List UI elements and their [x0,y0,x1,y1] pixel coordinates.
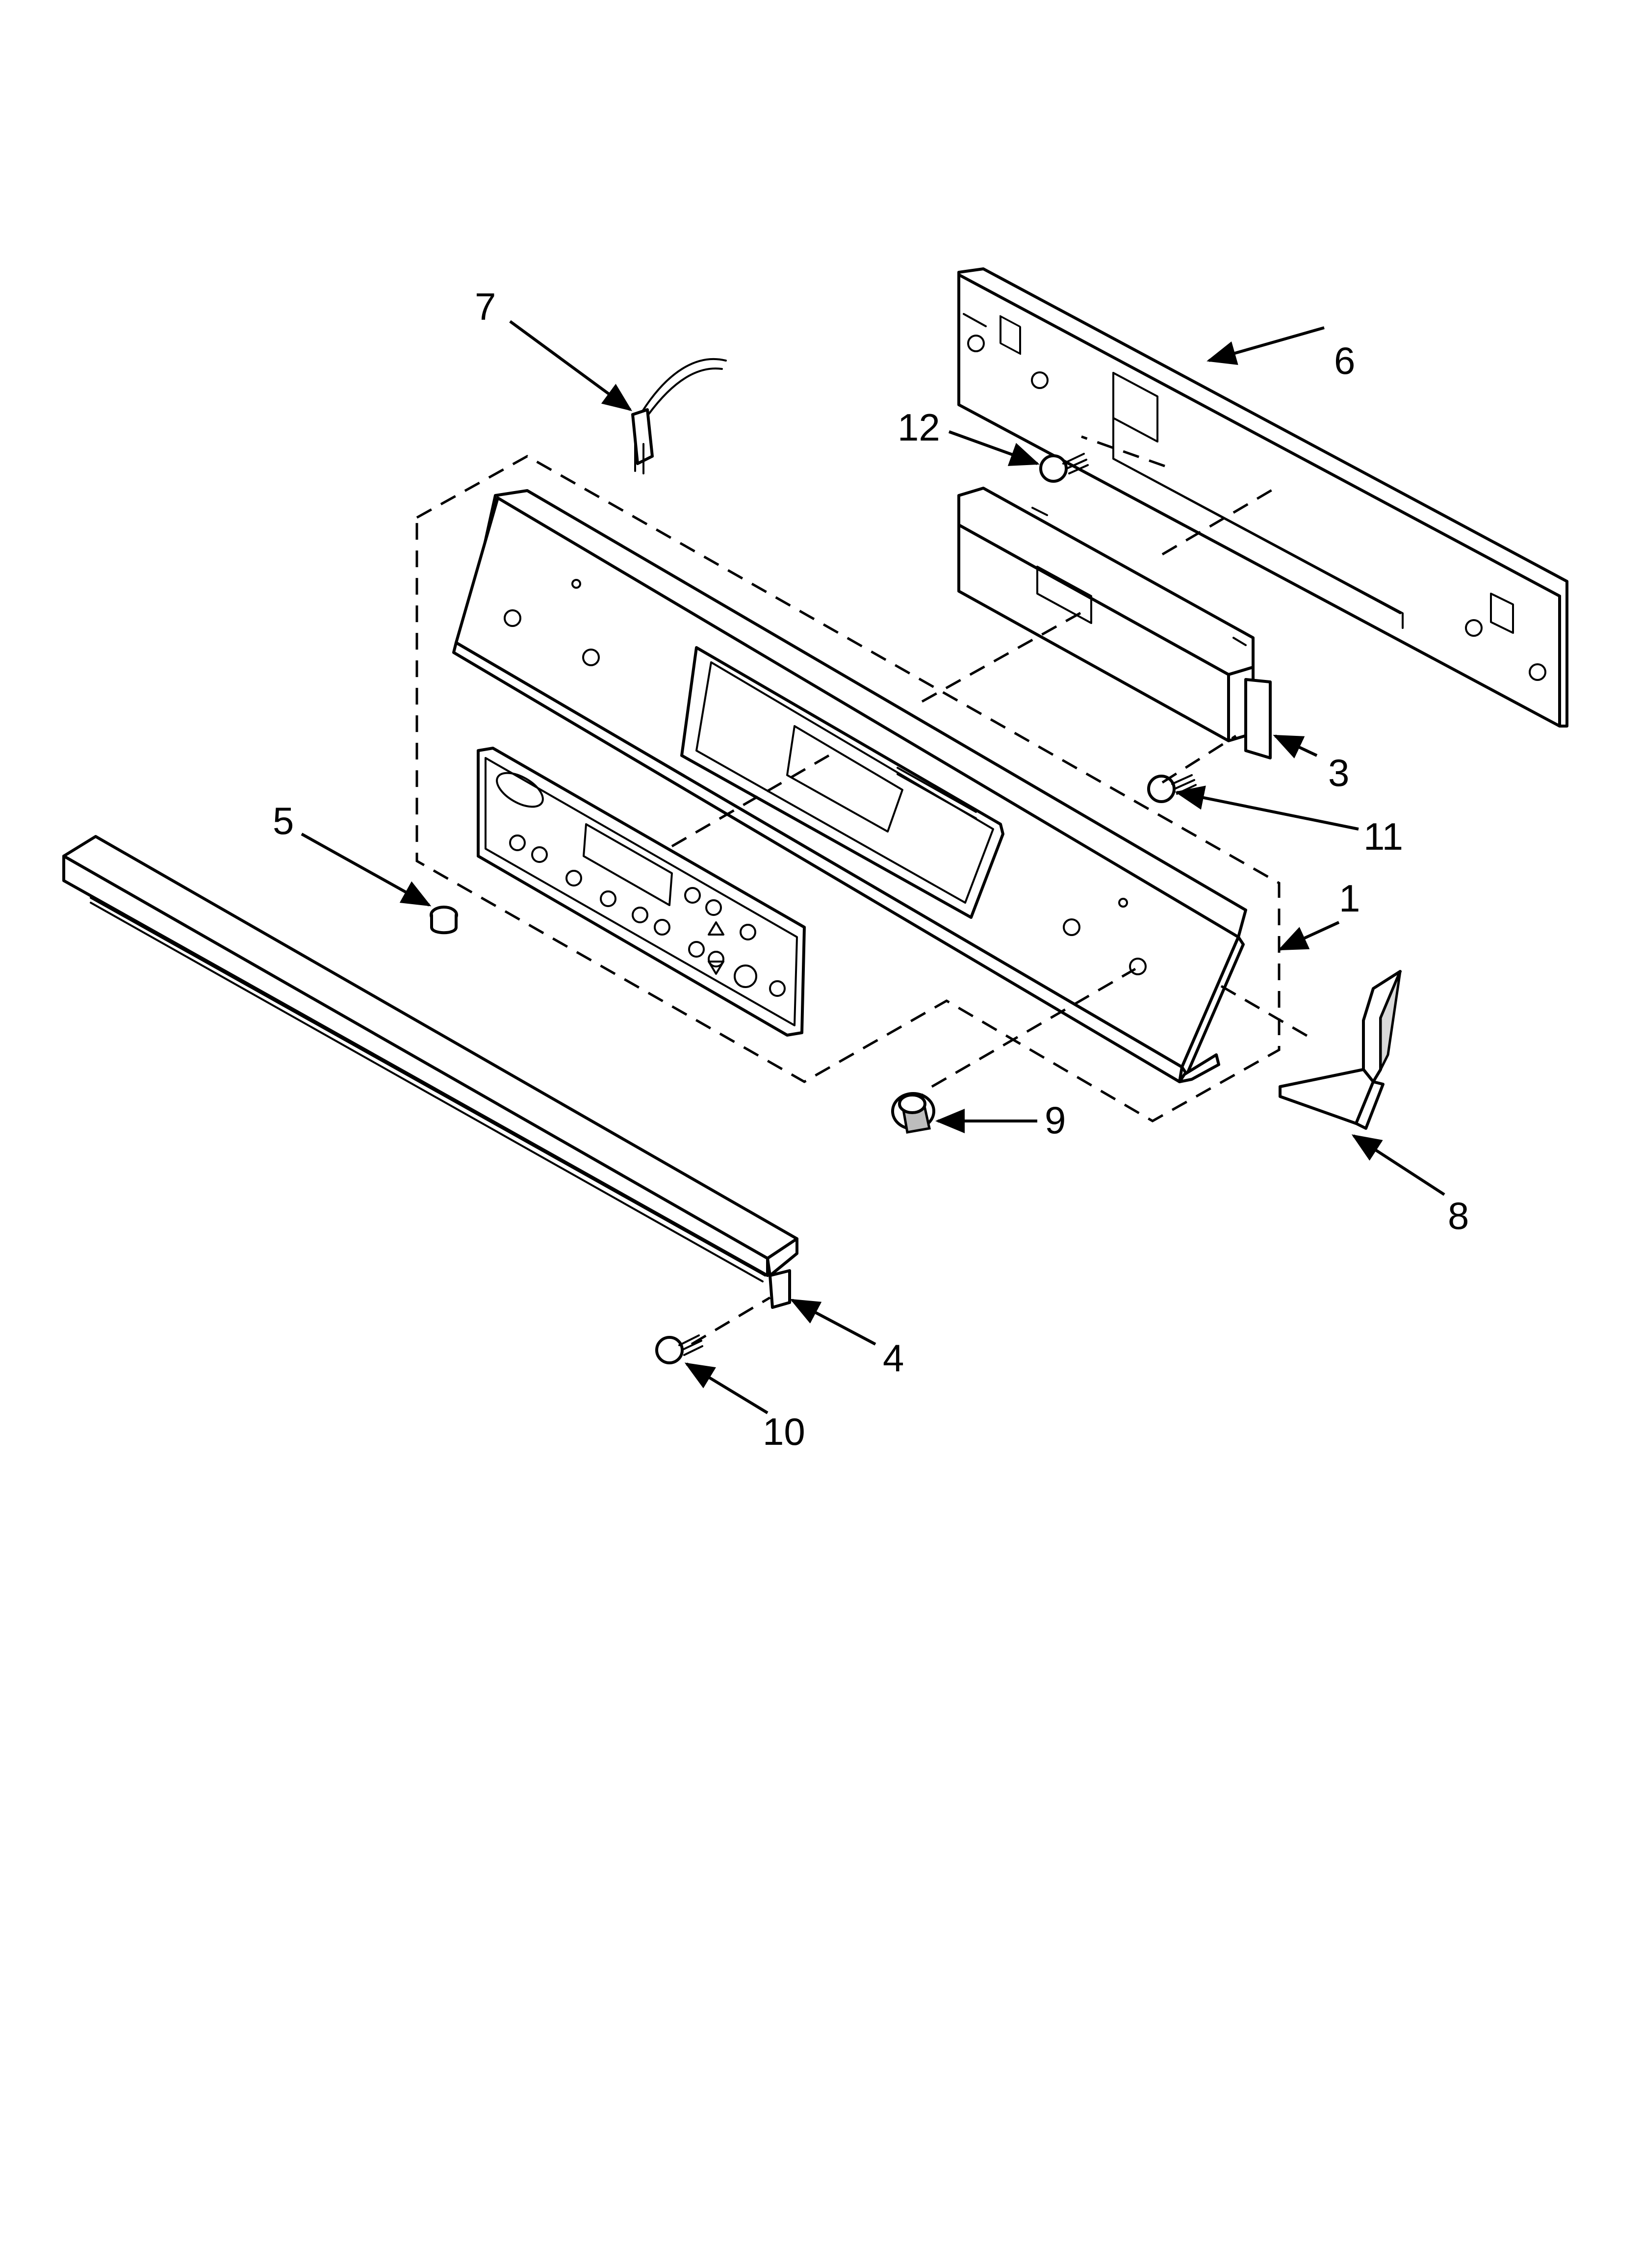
knob-part-9 [891,1092,935,1134]
overlay-button [632,907,648,923]
screw-part-11 [1147,774,1197,803]
leader-line-3 [1273,734,1318,759]
leader-line-6 [1206,326,1325,365]
overlay-button [769,980,786,997]
leader-line-1 [1278,921,1340,951]
callout-3: 3 [1328,751,1349,794]
guide-line [1081,435,1165,468]
trim-strip-part-4 [62,835,798,1309]
guide-line [1161,487,1276,556]
leader-line-10 [684,1362,769,1414]
knob-hole [1129,958,1147,975]
callout-11: 11 [1363,815,1403,858]
callout-12: 12 [898,406,940,449]
guide-line [691,1296,771,1346]
leader-line-4 [790,1299,876,1346]
overlay-button [740,924,756,940]
assembly-boundary [415,455,1281,1122]
overlay-button [734,965,757,988]
overlay-button [600,890,616,907]
leader-line-7 [509,320,633,411]
guide-line [1220,985,1315,1042]
screw-part-10 [655,1334,703,1364]
overlay-button [565,870,582,886]
callout-1: 1 [1339,877,1360,920]
overlay-button [654,919,670,936]
overlay-button [688,941,705,958]
guide-line [1161,734,1237,784]
guide-line [931,967,1136,1088]
rear-bracket-part-6 [957,267,1568,728]
callout-8: 8 [1448,1194,1469,1237]
callout-4: 4 [883,1336,904,1380]
callout-6: 6 [1334,339,1355,382]
leader-line-12 [948,430,1040,466]
end-cap-part-8 [1279,970,1402,1130]
callout-10: 10 [763,1410,805,1453]
knob-hole [504,609,521,627]
knob-hole [1063,918,1080,936]
callout-7: 7 [475,285,496,328]
wire-harness-part-7 [631,358,727,474]
guide-line [921,607,1090,703]
overlay-button [684,887,701,904]
knob-hole [582,649,600,666]
screw-part-12 [1039,453,1089,483]
overlay-button [705,899,722,916]
overlay-button [531,846,548,863]
guide-line [671,754,830,848]
leader-line-8 [1351,1134,1445,1196]
overlay-button [509,834,526,851]
bumper-part-5 [430,906,458,935]
callout-5: 5 [273,799,294,842]
control-board-part-3 [957,487,1272,759]
leader-line-11 [1175,785,1359,831]
callout-9: 9 [1045,1098,1066,1142]
console-panel-part-1 [452,489,1247,1083]
overlay-button [708,951,724,967]
touch-control-overlay [477,747,806,1037]
leader-line-5 [301,833,432,907]
